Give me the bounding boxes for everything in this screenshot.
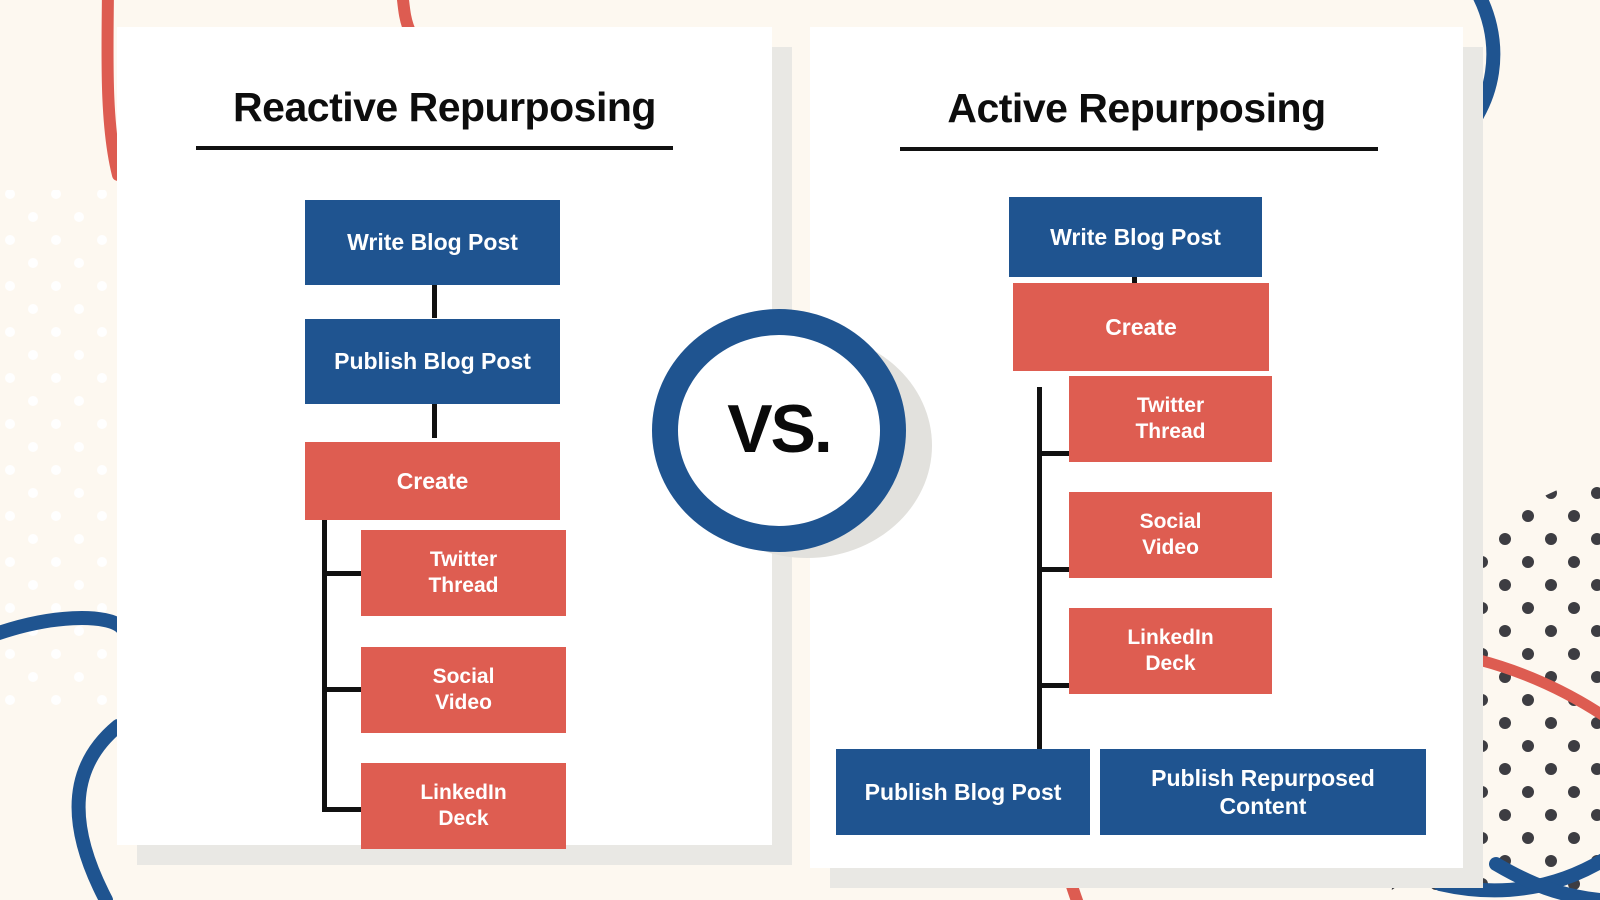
node-label: Create bbox=[1105, 313, 1177, 340]
node-label: Publish Blog Post bbox=[334, 348, 531, 375]
node-linkedin-deck[interactable]: LinkedIn Deck bbox=[361, 763, 566, 849]
connector-create-spine bbox=[322, 515, 327, 812]
connector-branch-twitter bbox=[1037, 451, 1073, 456]
node-label: Twitter Thread bbox=[1135, 394, 1206, 443]
red-arc-top-left bbox=[101, 0, 124, 181]
right-panel-title-rule bbox=[900, 147, 1378, 151]
versus-label: VS. bbox=[727, 390, 833, 467]
node-social-video[interactable]: Social Video bbox=[361, 647, 566, 733]
node-twitter-thread[interactable]: Twitter Thread bbox=[361, 530, 566, 616]
node-linkedin-deck[interactable]: LinkedIn Deck bbox=[1069, 608, 1272, 694]
versus-badge: VS. bbox=[652, 309, 942, 559]
blue-arc-bottom-left bbox=[71, 719, 125, 900]
node-label: Write Blog Post bbox=[347, 229, 518, 256]
node-create[interactable]: Create bbox=[305, 442, 560, 520]
connector-branch-linkedin bbox=[322, 807, 372, 812]
node-label: Social Video bbox=[432, 665, 495, 714]
node-label: LinkedIn Deck bbox=[1127, 626, 1214, 675]
right-panel-title: Active Repurposing bbox=[947, 85, 1326, 131]
node-twitter-thread[interactable]: Twitter Thread bbox=[1069, 376, 1272, 462]
node-label: Write Blog Post bbox=[1050, 223, 1221, 250]
node-label: Twitter Thread bbox=[428, 548, 499, 597]
left-panel-title-rule bbox=[196, 146, 673, 150]
node-create[interactable]: Create bbox=[1013, 283, 1269, 371]
node-write-blog-post[interactable]: Write Blog Post bbox=[1009, 197, 1262, 277]
dot-pattern-left bbox=[0, 190, 120, 710]
left-panel-title: Reactive Repurposing bbox=[233, 84, 656, 130]
node-label: Create bbox=[396, 467, 469, 494]
node-label: LinkedIn Deck bbox=[420, 781, 507, 830]
blue-arc-left bbox=[0, 611, 129, 641]
connector-branch-linkedin bbox=[1037, 683, 1073, 688]
node-write-blog-post[interactable]: Write Blog Post bbox=[305, 200, 560, 285]
connector-publish-to-create bbox=[432, 378, 437, 438]
connector-write-to-publish bbox=[432, 258, 437, 318]
node-label: Publish Repurposed Content bbox=[1151, 764, 1375, 819]
node-publish-repurposed-content[interactable]: Publish Repurposed Content bbox=[1100, 749, 1426, 835]
node-label: Social Video bbox=[1139, 510, 1202, 559]
connector-branch-social bbox=[1037, 567, 1073, 572]
blue-arc-bottom-right bbox=[1489, 857, 1600, 900]
node-social-video[interactable]: Social Video bbox=[1069, 492, 1272, 578]
versus-badge-circle: VS. bbox=[652, 309, 906, 552]
node-publish-blog-post[interactable]: Publish Blog Post bbox=[305, 319, 560, 404]
node-publish-blog-post[interactable]: Publish Blog Post bbox=[836, 749, 1090, 835]
node-label: Publish Blog Post bbox=[864, 778, 1062, 805]
connector-branch-social bbox=[322, 687, 372, 692]
connector-branch-twitter bbox=[322, 571, 372, 576]
